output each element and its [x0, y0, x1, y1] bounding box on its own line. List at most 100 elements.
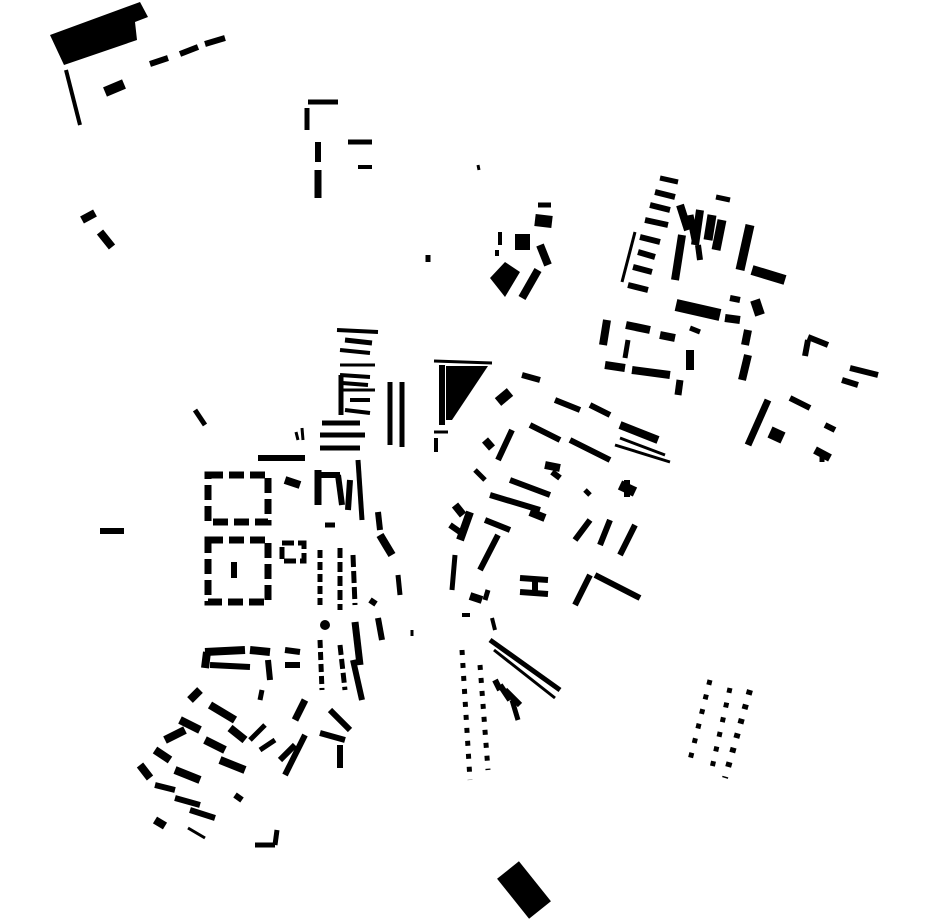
- building: [209, 662, 251, 670]
- building: [335, 474, 345, 506]
- building: [152, 816, 168, 830]
- building: [451, 502, 467, 518]
- buildings-layer: [50, 2, 879, 919]
- building: [351, 621, 364, 666]
- building: [518, 268, 542, 300]
- building: [204, 646, 246, 656]
- building: [448, 522, 462, 535]
- building: [344, 337, 373, 346]
- building: [550, 469, 562, 481]
- building: [544, 461, 561, 472]
- building: [218, 756, 247, 774]
- building: [493, 648, 556, 700]
- building: [637, 249, 656, 260]
- building: [788, 395, 812, 411]
- building: [632, 264, 653, 275]
- building: [481, 437, 496, 451]
- building: [207, 701, 238, 724]
- building: [477, 533, 501, 572]
- building: [644, 217, 669, 228]
- building: [187, 826, 206, 840]
- building: [625, 321, 651, 334]
- building: [534, 214, 553, 228]
- building: [841, 377, 859, 388]
- building: [319, 730, 346, 743]
- building: [80, 209, 97, 224]
- building: [676, 203, 692, 232]
- building: [279, 540, 307, 564]
- building: [735, 224, 755, 271]
- building: [163, 726, 187, 744]
- building: [350, 554, 358, 606]
- building: [339, 373, 371, 379]
- building: [659, 175, 679, 185]
- building: [750, 298, 765, 317]
- building: [744, 398, 772, 447]
- building: [483, 517, 512, 533]
- building: [528, 422, 562, 443]
- building: [553, 397, 582, 413]
- building: [689, 325, 701, 335]
- building: [767, 426, 786, 444]
- building: [568, 437, 612, 463]
- building: [64, 69, 82, 126]
- building: [631, 366, 671, 379]
- building: [722, 689, 753, 779]
- building: [233, 792, 244, 803]
- building: [282, 733, 308, 777]
- building: [149, 55, 169, 67]
- building: [395, 574, 403, 596]
- building: [604, 361, 626, 372]
- building: [203, 736, 227, 754]
- building: [674, 299, 722, 321]
- building: [249, 646, 271, 656]
- building: [588, 402, 612, 418]
- building: [620, 231, 637, 283]
- building: [617, 523, 638, 557]
- building: [459, 649, 473, 781]
- building: [476, 164, 481, 171]
- building: [204, 536, 272, 606]
- building: [536, 243, 552, 267]
- building: [284, 647, 301, 655]
- building: [291, 698, 309, 722]
- building: [136, 762, 154, 781]
- building: [494, 388, 514, 406]
- building: [597, 518, 613, 547]
- building: [468, 592, 484, 604]
- building: [695, 244, 703, 261]
- building: [248, 723, 267, 742]
- building: [639, 234, 661, 245]
- building: [671, 234, 686, 281]
- building: [528, 508, 547, 522]
- building: [272, 829, 280, 846]
- building: [350, 659, 365, 701]
- building: [339, 348, 371, 355]
- building: [473, 468, 487, 482]
- building: [192, 408, 208, 427]
- building: [741, 329, 752, 346]
- building: [96, 229, 116, 250]
- building: [337, 644, 348, 691]
- building: [572, 518, 593, 542]
- building: [495, 428, 515, 462]
- building: [599, 319, 611, 346]
- building: [502, 687, 523, 708]
- building: [294, 431, 300, 441]
- building: [572, 573, 593, 607]
- building: [703, 214, 717, 241]
- building: [583, 488, 592, 497]
- building: [490, 262, 520, 297]
- building: [593, 572, 642, 601]
- building: [806, 334, 830, 348]
- building: [750, 265, 787, 285]
- building: [724, 314, 741, 324]
- building: [490, 617, 497, 631]
- building: [508, 477, 552, 498]
- building: [344, 408, 371, 415]
- building: [341, 381, 369, 387]
- building: [174, 795, 201, 808]
- building: [649, 202, 671, 213]
- building: [336, 328, 379, 334]
